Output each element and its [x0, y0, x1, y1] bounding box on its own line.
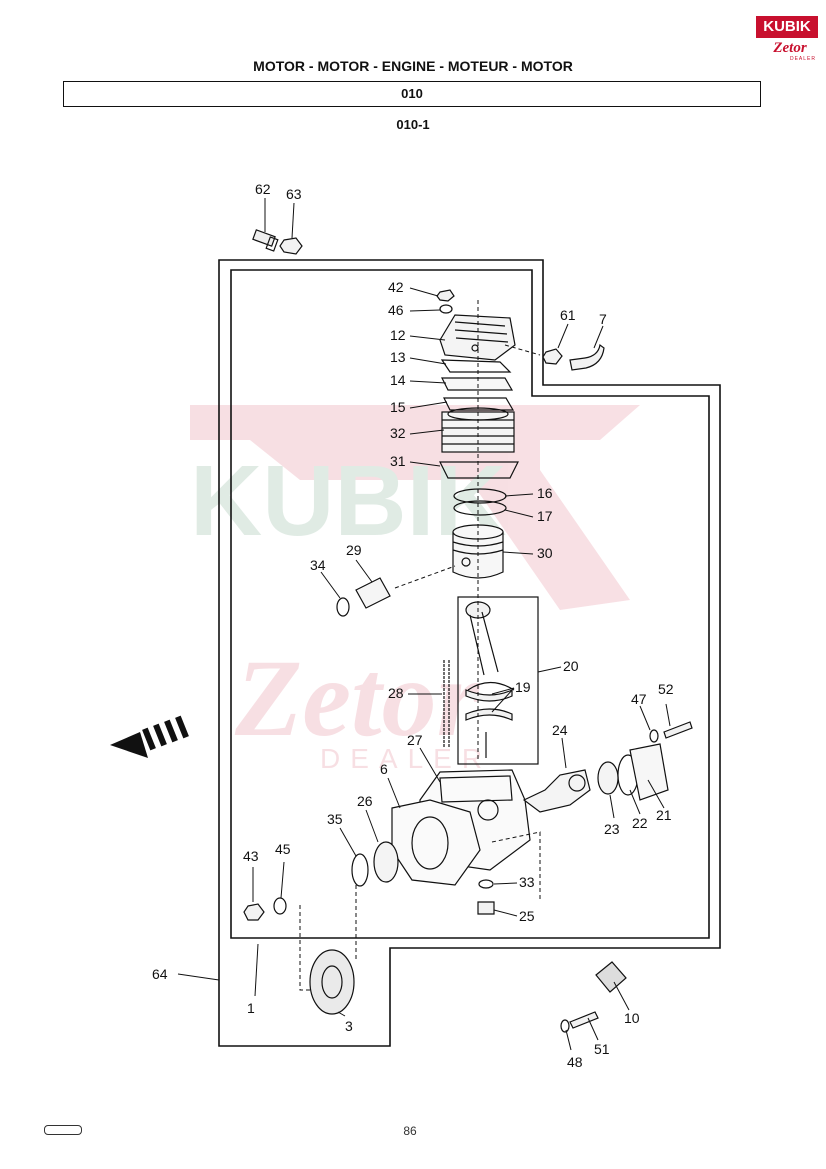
callout-24: 24 — [552, 722, 568, 738]
circlip-34-icon — [336, 597, 350, 617]
cover-21-icon — [629, 743, 669, 801]
circlip-35-icon — [351, 853, 369, 887]
callout-14: 14 — [390, 372, 406, 388]
logo-sub: Zetor — [773, 40, 807, 56]
o-ring-33-icon — [478, 879, 494, 889]
washer-45-icon — [273, 897, 287, 915]
logo-tag: DEALER — [789, 56, 816, 62]
callout-1: 1 — [247, 1000, 255, 1016]
parts — [243, 229, 693, 1033]
callout-23: 23 — [604, 821, 620, 837]
elbow-fitting-7-icon — [569, 343, 605, 371]
callout-46: 46 — [388, 302, 404, 318]
logo-brand: KUBIK — [756, 16, 818, 38]
callout-45: 45 — [275, 841, 291, 857]
callout-28: 28 — [388, 685, 404, 701]
nut-61-icon — [542, 348, 563, 365]
callout-63: 63 — [286, 186, 302, 202]
flange-6-icon — [391, 799, 481, 886]
direction-arrow-icon — [110, 715, 189, 758]
callout-35: 35 — [327, 811, 343, 827]
subsection-number: 010-1 — [396, 117, 430, 132]
stud-28-icon — [443, 660, 450, 748]
callout-25: 25 — [519, 908, 535, 924]
gasket-31-icon — [439, 461, 519, 479]
callout-13: 13 — [390, 349, 406, 365]
callout-43: 43 — [243, 848, 259, 864]
callout-34: 34 — [310, 557, 326, 573]
callout-64: 64 — [152, 966, 168, 982]
callout-27: 27 — [407, 732, 423, 748]
callout-20: 20 — [563, 658, 579, 674]
callout-labels: 62 63 42 46 12 13 14 15 32 31 16 17 30 2… — [152, 181, 674, 1070]
callout-3: 3 — [345, 1018, 353, 1034]
callout-31: 31 — [390, 453, 406, 469]
watermark: KUBIK Zetor DEALER — [190, 405, 640, 774]
valve-plate-14-icon — [441, 377, 514, 391]
callout-10: 10 — [624, 1010, 640, 1026]
crankshaft-24-icon — [522, 769, 591, 813]
callout-33: 33 — [519, 874, 535, 890]
callout-16: 16 — [537, 485, 553, 501]
callout-51: 51 — [594, 1041, 610, 1057]
piston-ring-17-icon — [453, 500, 507, 516]
connecting-rod-box — [457, 596, 539, 765]
callout-62: 62 — [255, 181, 271, 197]
assembly-axes — [299, 300, 541, 991]
callout-52: 52 — [658, 681, 674, 697]
callout-42: 42 — [388, 279, 404, 295]
nut-63-icon — [279, 237, 303, 255]
callout-47: 47 — [631, 691, 647, 707]
watermark-sub: Zetor — [234, 637, 481, 759]
section-number: 010 — [401, 86, 423, 101]
bearing-shell-19b-icon — [465, 708, 513, 721]
callout-29: 29 — [346, 542, 362, 558]
assembly-outline-inner — [230, 269, 710, 939]
washer-47-icon — [649, 729, 659, 743]
callout-19: 19 — [515, 679, 531, 695]
washer-48-icon — [560, 1019, 570, 1033]
cylinder-32-icon — [441, 407, 515, 453]
gasket-13-icon — [440, 359, 512, 373]
gasket-15-icon — [443, 397, 515, 411]
bolt-52-icon — [663, 721, 693, 739]
callout-21: 21 — [656, 807, 672, 823]
assembly-outline-outer — [218, 259, 721, 1047]
coupling-10-icon — [595, 961, 627, 993]
callout-26: 26 — [357, 793, 373, 809]
page-title: MOTOR - MOTOR - ENGINE - MOTEUR - MOTOR — [253, 58, 573, 74]
callout-12: 12 — [390, 327, 406, 343]
callout-7: 7 — [599, 311, 607, 327]
callout-15: 15 — [390, 399, 406, 415]
fitting-62-icon — [252, 229, 279, 252]
page-number: 86 — [403, 1124, 417, 1138]
flange-6-bore-icon — [411, 816, 449, 870]
callout-48: 48 — [567, 1054, 583, 1070]
bolt-51-icon — [569, 1011, 599, 1029]
callout-32: 32 — [390, 425, 406, 441]
gear-3-icon — [309, 949, 355, 1015]
leader-lines — [177, 198, 671, 1051]
plug-25-icon — [477, 901, 495, 915]
bearing-23-icon — [597, 761, 619, 795]
piston-pin-29-icon — [355, 577, 391, 609]
footer-logo-icon — [44, 1125, 82, 1135]
callout-30: 30 — [537, 545, 553, 561]
watermark-tag: DEALER — [320, 743, 492, 774]
kubik-zetor-logo: KUBIK Zetor DEALER — [756, 16, 818, 68]
bearing-26-icon — [373, 841, 399, 883]
section-number-box: 010 — [63, 81, 761, 107]
callout-17: 17 — [537, 508, 553, 524]
callout-6: 6 — [380, 761, 388, 777]
washer-46-icon — [439, 304, 453, 314]
callout-22: 22 — [632, 815, 648, 831]
nut-43-icon — [243, 903, 265, 921]
bearing-shell-19a-icon — [465, 689, 513, 702]
nut-42-icon — [436, 289, 455, 302]
callout-61: 61 — [560, 307, 576, 323]
